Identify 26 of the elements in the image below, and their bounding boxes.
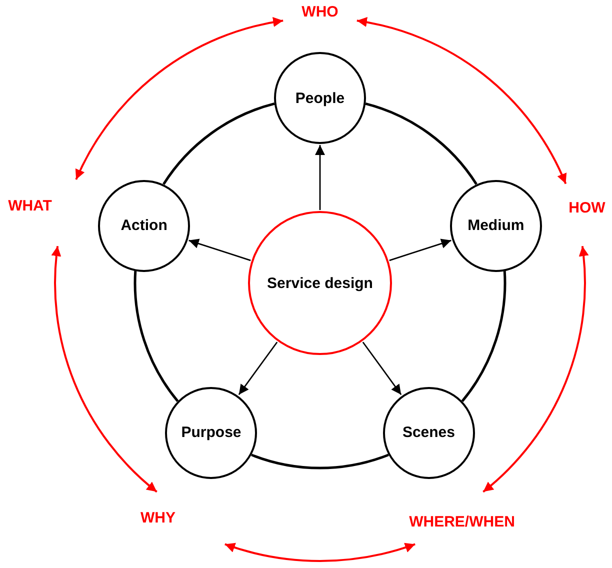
connector-arc (162, 102, 275, 185)
arrow (389, 238, 452, 262)
connector-arc (134, 271, 179, 402)
question-label: WHERE/WHEN (409, 514, 515, 530)
question-label: HOW (568, 200, 606, 216)
arrow (188, 238, 251, 262)
connector-arc (461, 271, 506, 402)
arrow (238, 342, 278, 396)
double-arrow (356, 18, 567, 184)
double-arrow (52, 246, 158, 493)
question-label: WHY (140, 510, 176, 526)
question-label: WHAT (8, 198, 52, 214)
double-arrow (482, 246, 588, 493)
node-label: Service design (267, 274, 373, 292)
connector-arc (365, 102, 478, 185)
node-label: Purpose (181, 424, 242, 442)
double-arrow (75, 18, 284, 180)
connector-arc (251, 454, 389, 470)
node-label: Action (120, 217, 168, 234)
arrow (362, 342, 402, 396)
node-label: Medium (468, 217, 524, 234)
node-label: People (295, 90, 345, 106)
double-arrow (224, 542, 416, 562)
node-label: Scenes (402, 424, 455, 442)
question-label: WHO (302, 4, 338, 20)
arrow (315, 145, 325, 210)
